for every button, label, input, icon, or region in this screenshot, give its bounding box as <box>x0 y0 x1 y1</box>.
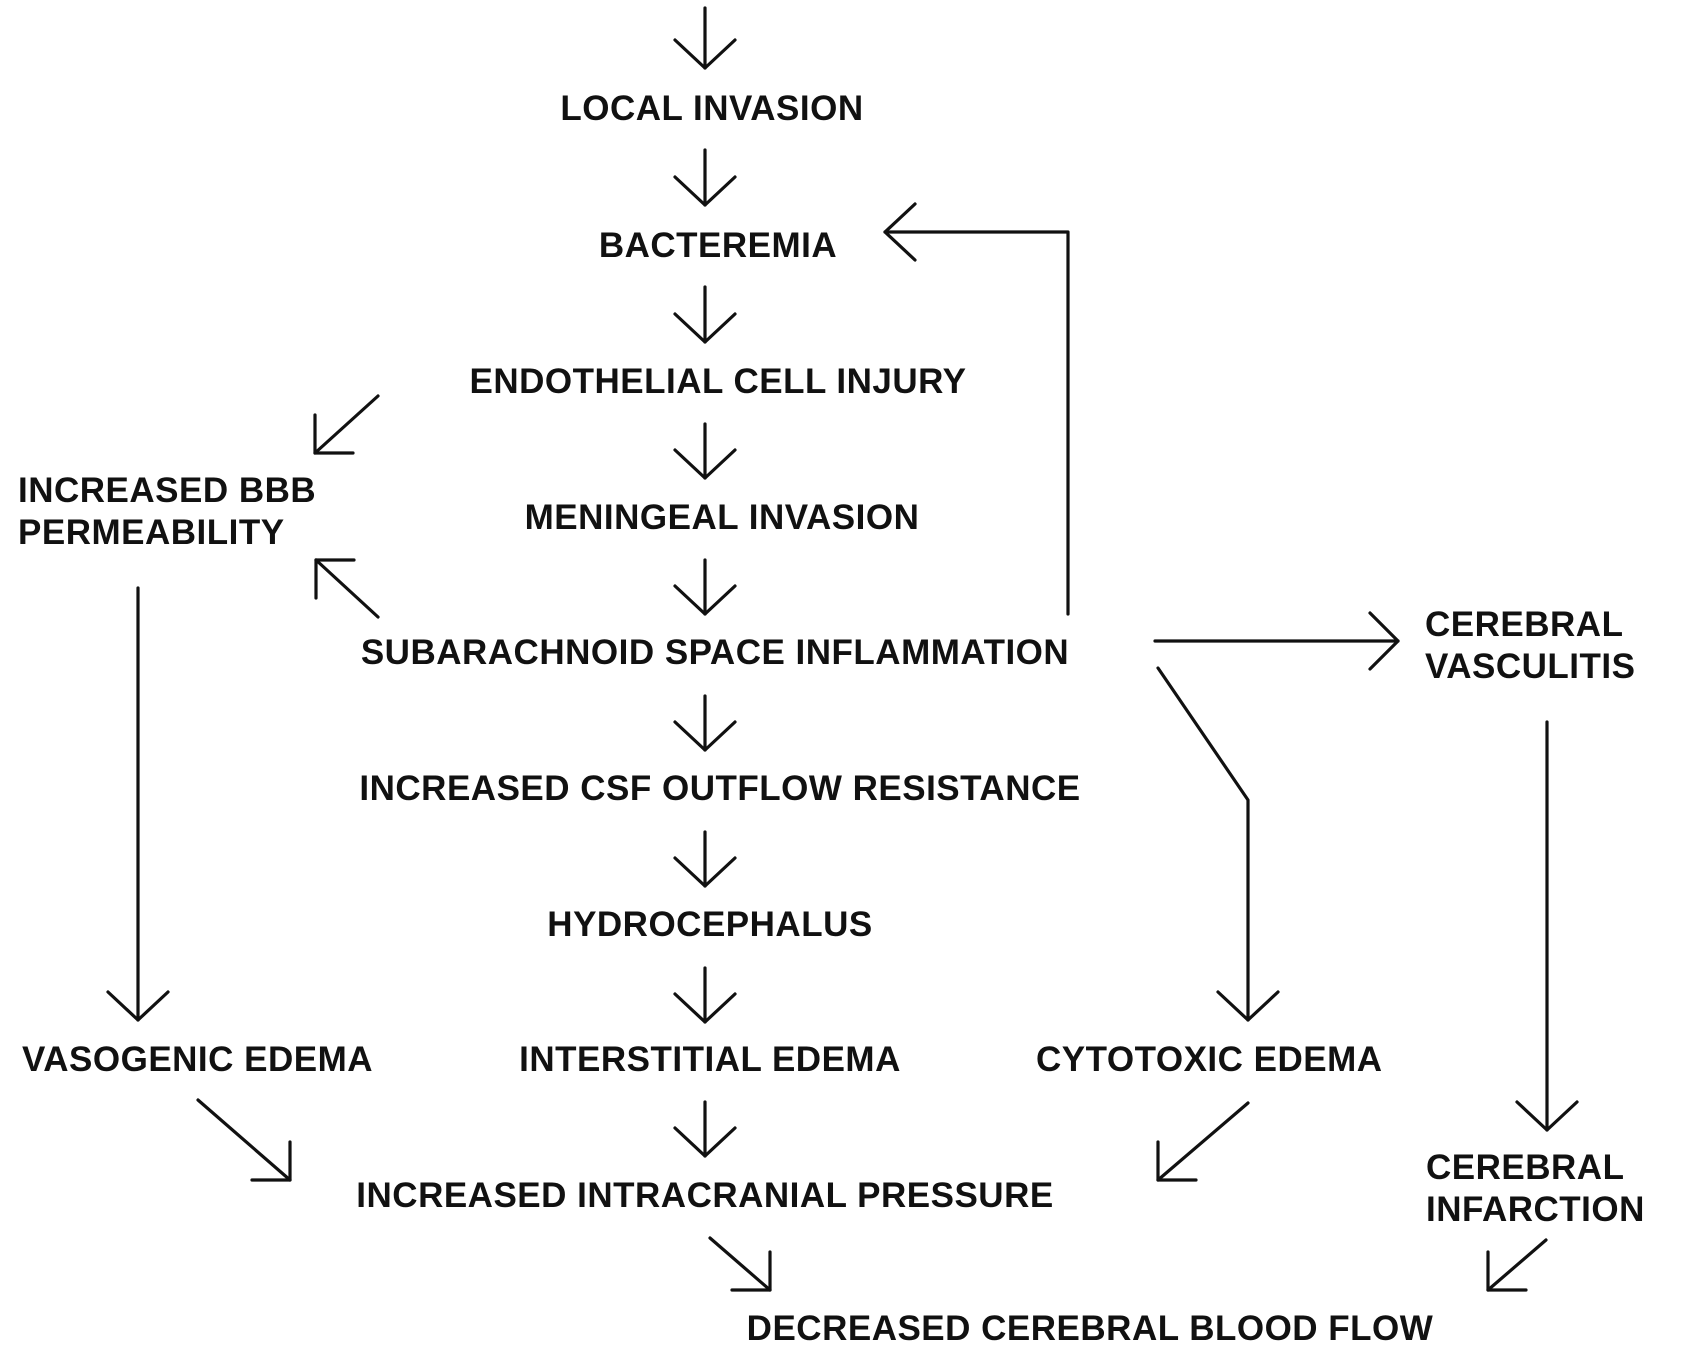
node-bacteremia: BACTEREMIA <box>598 226 838 265</box>
node-increased-bbb-line1: INCREASED BBB <box>18 471 317 510</box>
arrow-endothelial-injury-to-meningeal-invasion <box>673 422 737 480</box>
arrow-bbb-to-vasogenic <box>106 586 170 1022</box>
node-cerebral-vasculitis-line1: CEREBRAL <box>1425 605 1624 644</box>
node-decreased-cerebral-blood-flow: DECREASED CEREBRAL BLOOD FLOW <box>746 1309 1434 1348</box>
node-increased-csf-outflow-resistance: INCREASED CSF OUTFLOW RESISTANCE <box>359 769 1081 808</box>
node-interstitial-edema: INTERSTITIAL EDEMA <box>519 1040 901 1079</box>
arrow-subarachnoid-to-vasculitis <box>1153 611 1400 671</box>
node-cerebral-vasculitis: CEREBRAL VASCULITIS <box>1425 604 1635 688</box>
arrow-local-invasion-to-bacteremia <box>673 148 737 207</box>
arrow-infarction-to-cbf <box>1486 1238 1548 1292</box>
node-cerebral-vasculitis-line2: VASCULITIS <box>1425 647 1636 686</box>
node-local-invasion: LOCAL INVASION <box>560 89 864 128</box>
node-hydrocephalus: HYDROCEPHALUS <box>547 905 873 944</box>
arrow-subarachnoid-to-csf-resistance <box>673 694 737 752</box>
node-endothelial-cell-injury: ENDOTHELIAL CELL INJURY <box>469 362 967 401</box>
node-increased-bbb-line2: PERMEABILITY <box>18 513 285 552</box>
node-vasogenic-edema: VASOGENIC EDEMA <box>22 1040 374 1079</box>
node-cerebral-infarction-line2: INFARCTION <box>1426 1190 1645 1229</box>
node-meningeal-invasion: MENINGEAL INVASION <box>524 498 920 537</box>
arrow-meningeal-invasion-to-subarachnoid <box>673 558 737 616</box>
arrow-subarachnoid-to-bacteremia <box>883 202 1070 616</box>
arrow-subarachnoid-to-bbb <box>314 558 380 619</box>
arrow-hydrocephalus-to-interstitial <box>673 966 737 1024</box>
arrow-subarachnoid-to-cytotoxic <box>1156 666 1280 1022</box>
node-cerebral-infarction-line1: CEREBRAL <box>1426 1148 1625 1187</box>
arrow-bacteremia-to-endothelial-injury <box>673 285 737 344</box>
node-cytotoxic-edema: CYTOTOXIC EDEMA <box>1036 1040 1383 1079</box>
arrow-top-to-local-invasion <box>673 6 737 70</box>
node-increased-intracranial-pressure: INCREASED INTRACRANIAL PRESSURE <box>356 1176 1054 1215</box>
node-cerebral-infarction: CEREBRAL INFARCTION <box>1426 1147 1645 1231</box>
arrow-icp-to-cbf <box>708 1236 772 1292</box>
arrow-csf-resistance-to-hydrocephalus <box>673 830 737 888</box>
arrow-endothelial-injury-to-bbb <box>313 394 380 455</box>
arrow-interstitial-to-icp <box>673 1100 737 1158</box>
arrow-vasculitis-to-infarction <box>1515 720 1579 1132</box>
node-subarachnoid-space-inflammation: SUBARACHNOID SPACE INFLAMMATION <box>360 633 1070 672</box>
arrow-vasogenic-to-icp <box>196 1098 292 1182</box>
node-increased-bbb-permeability: INCREASED BBB PERMEABILITY <box>18 470 316 554</box>
arrow-cytotoxic-to-icp <box>1156 1101 1250 1182</box>
